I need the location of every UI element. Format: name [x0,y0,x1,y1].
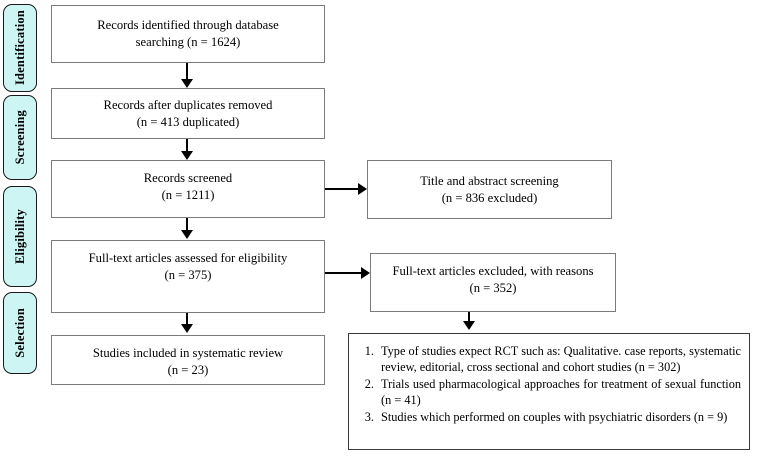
exclusion-reason-item: Type of studies expect RCT such as: Qual… [377,343,741,376]
arrow-fulltext-to-included [181,324,193,333]
box-duplicates-removed-text: Records after duplicates removed (n = 41… [98,97,279,130]
arrow-excluded-to-reasons [463,321,475,330]
arrow-fulltext-to-excluded [361,267,370,279]
box-records-screened: Records screened (n = 1211) [51,160,325,218]
connector-line-screened-to-title-abstract [325,188,360,191]
box-records-screened-text: Records screened (n = 1211) [138,161,238,203]
stage-selection-label: Selection [12,308,27,358]
box-duplicates-removed-line2: (n = 413 duplicated) [136,114,240,129]
box-title-abstract-screening-text: Title and abstract screening (n = 836 ex… [414,173,564,206]
arrow-identified-to-duplicates [181,79,193,88]
connector-line-screened-to-fulltext [186,218,189,232]
box-fulltext-excluded-text: Full-text articles excluded, with reason… [386,254,599,296]
stage-screening: Screening [3,95,37,180]
stage-identification-label: Identification [12,10,27,86]
box-records-identified: Records identified through database sear… [51,5,325,63]
connector-line-fulltext-to-excluded [325,272,363,275]
box-fulltext-excluded-line1: Full-text articles excluded, with reason… [392,264,594,278]
exclusion-reasons-list: Type of studies expect RCT such as: Qual… [355,343,741,425]
stage-selection: Selection [3,292,37,374]
stage-eligibility: Eligibility [3,186,37,287]
box-title-abstract-screening: Title and abstract screening (n = 836 ex… [367,160,612,219]
box-title-abstract-screening-line1: Title and abstract screening [420,173,559,188]
connector-line-identified-to-duplicates [186,63,189,81]
box-exclusion-reasons: Type of studies expect RCT such as: Qual… [348,333,750,450]
box-records-screened-line1: Records screened [143,171,233,185]
connector-line-duplicates-to-screened [186,139,189,153]
stage-identification: Identification [3,4,37,92]
box-fulltext-assessed-text: Full-text articles assessed for eligibil… [83,241,294,283]
box-records-screened-line2: (n = 1211) [161,187,215,202]
box-fulltext-excluded: Full-text articles excluded, with reason… [370,253,616,312]
arrow-duplicates-to-screened [181,151,193,160]
box-fulltext-excluded-line2: (n = 352) [469,280,517,295]
stage-eligibility-label: Eligibility [12,209,27,264]
arrow-screened-to-title-abstract [358,183,367,195]
box-fulltext-assessed-line2: (n = 375) [164,267,212,282]
connector-line-excluded-to-reasons [468,312,471,323]
box-duplicates-removed-line1: Records after duplicates removed [103,97,273,112]
box-studies-included-line1: Studies included in systematic review [92,346,284,360]
arrow-screened-to-fulltext [181,230,193,239]
box-records-identified-line2: searching (n = 1624) [135,35,241,49]
exclusion-reason-item: Trials used pharmacological approaches f… [377,376,741,409]
box-records-identified-text: Records identified through database sear… [91,17,285,50]
box-fulltext-assessed-line1: Full-text articles assessed for eligibil… [88,251,288,265]
box-duplicates-removed: Records after duplicates removed (n = 41… [51,88,325,139]
box-studies-included: Studies included in systematic review (n… [51,335,325,385]
box-records-identified-line1: Records identified through database [97,18,279,33]
connector-line-fulltext-to-included [186,313,189,326]
box-studies-included-line2: (n = 23) [167,362,209,377]
box-title-abstract-screening-line2: (n = 836 excluded) [441,190,538,205]
box-fulltext-assessed: Full-text articles assessed for eligibil… [51,240,325,313]
exclusion-reason-item: Studies which performed on couples with … [377,409,741,425]
stage-screening-label: Screening [12,110,27,165]
box-studies-included-text: Studies included in systematic review (n… [87,336,289,378]
